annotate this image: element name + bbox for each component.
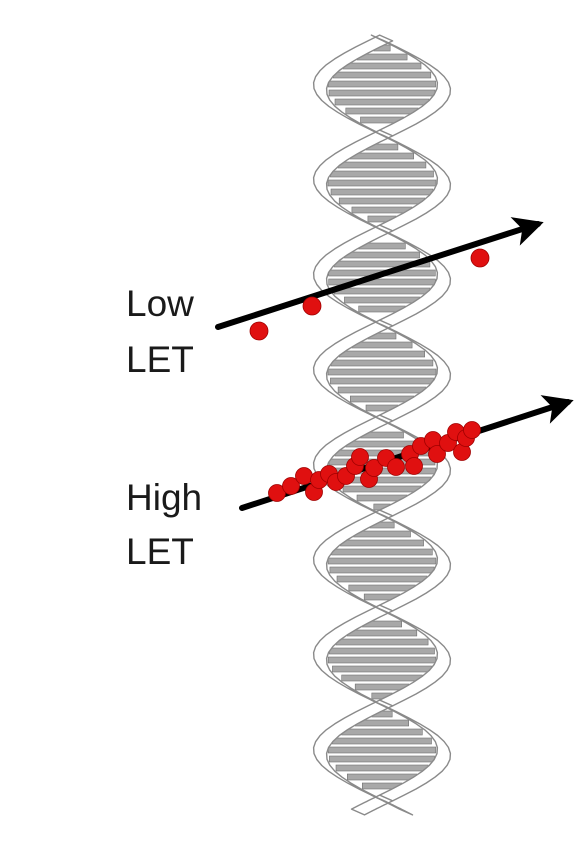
base-pair [344, 252, 419, 258]
base-pair [350, 153, 413, 159]
base-pair [342, 729, 423, 735]
base-pair [352, 207, 412, 213]
high-let-ionization-dot [388, 459, 405, 476]
base-pair [333, 72, 431, 78]
base-pair [330, 378, 433, 384]
base-pair [331, 360, 433, 366]
base-pair [328, 369, 436, 375]
high-let-ionization-dot [352, 449, 369, 466]
base-pair [332, 738, 431, 744]
base-pair [344, 297, 419, 303]
base-pair [328, 180, 436, 186]
base-pair [328, 81, 435, 87]
base-pair [328, 558, 436, 564]
high-let-ionization-dot [464, 422, 481, 439]
base-pair [342, 675, 423, 681]
base-pair [329, 648, 434, 654]
base-pair [331, 189, 433, 195]
high-let-label-line1: High [126, 476, 202, 520]
base-pair [339, 351, 425, 357]
high-let-ionization-dot [296, 468, 313, 485]
base-pair [329, 756, 434, 762]
base-pair [343, 486, 421, 492]
low-let-label-line2: LET [126, 338, 194, 382]
low-let-ionization-dot [471, 249, 489, 267]
base-pair [328, 747, 436, 753]
base-pair [332, 549, 433, 555]
base-pair [337, 576, 427, 582]
base-pair [339, 198, 425, 204]
base-pair [329, 90, 435, 96]
base-pair [347, 774, 417, 780]
base-pair [338, 162, 426, 168]
helix-strand-segment [352, 795, 393, 815]
base-pair [336, 639, 428, 645]
base-pair [343, 63, 421, 69]
base-pair [334, 288, 430, 294]
base-pair [341, 540, 424, 546]
low-let-label-line1: Low [126, 282, 194, 326]
base-pair [336, 765, 428, 771]
low-let-ionization-dot [303, 297, 321, 315]
high-let-ionization-dot [406, 458, 423, 475]
dna-double-helix [314, 35, 451, 815]
base-pair [330, 171, 433, 177]
base-pair [347, 630, 417, 636]
base-pair [352, 342, 412, 348]
base-pair [332, 666, 431, 672]
base-pair [346, 108, 418, 114]
base-pair [349, 585, 416, 591]
base-pair [335, 99, 429, 105]
base-pair [338, 387, 426, 393]
helix-strand-segment [371, 605, 450, 706]
helix-strand-segment [314, 605, 393, 706]
base-pair [328, 657, 436, 663]
base-pair [350, 396, 413, 402]
low-let-ionization-dot [250, 322, 268, 340]
high-let-label-line2: LET [126, 530, 194, 574]
base-pair [330, 567, 434, 573]
